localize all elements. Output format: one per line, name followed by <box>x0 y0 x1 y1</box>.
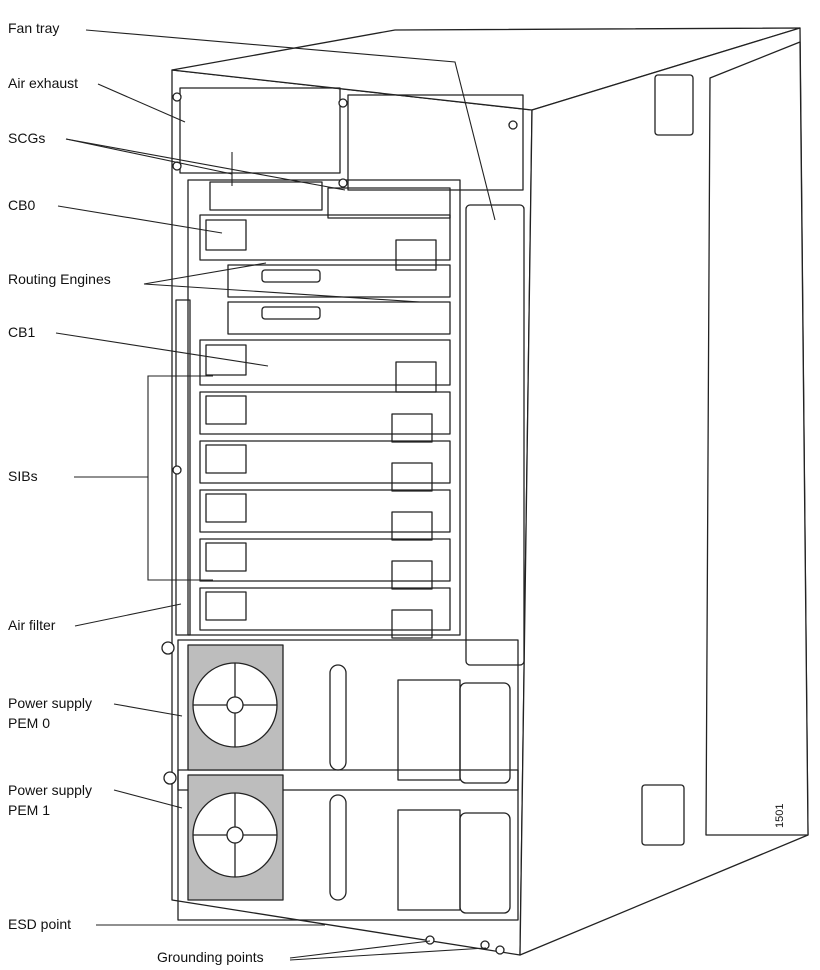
cb0-ejector-left <box>205 219 247 251</box>
cb0-ejector-right <box>395 239 437 271</box>
figure-number: 1501 <box>774 803 786 828</box>
callout-scg-right <box>65 138 346 191</box>
cb1-ejector-left <box>205 344 247 376</box>
card-cage <box>187 179 461 636</box>
air-exhaust-panel-left <box>179 87 341 174</box>
label-cb0: CB0 <box>8 197 36 213</box>
pem1-handle <box>329 794 347 901</box>
fan-tray-slot <box>465 204 525 666</box>
label-esd-point: ESD point <box>8 916 72 932</box>
label-air-filter: Air filter <box>8 617 56 633</box>
re1-card <box>227 301 451 335</box>
callout-fan-tray <box>85 29 496 221</box>
label-cb1: CB1 <box>8 324 36 340</box>
air-exhaust-panel-right <box>347 94 524 191</box>
callout-grounding-b <box>289 947 487 961</box>
callout-sibs-bracket <box>147 375 213 581</box>
label-air-exhaust: Air exhaust <box>8 75 79 91</box>
label-pem0-line2: PEM 0 <box>8 715 51 731</box>
cb1-card <box>199 339 451 386</box>
sib-card-5 <box>199 587 451 631</box>
callout-air-exhaust <box>97 83 186 123</box>
callout-cb1 <box>55 332 269 367</box>
callout-re-upper <box>143 262 267 285</box>
sib-card-1 <box>199 391 451 435</box>
re0-handle <box>261 269 321 283</box>
callout-air-filter <box>74 603 182 627</box>
side-flange <box>705 41 809 836</box>
pem0-handle <box>329 664 347 771</box>
label-pem1-line2: PEM 1 <box>8 802 51 818</box>
label-pem1-line1: Power supply <box>8 782 93 798</box>
sib-card-2 <box>199 440 451 484</box>
callout-pem0 <box>113 703 183 717</box>
side-handle-top <box>654 74 694 136</box>
sib-card-4 <box>199 538 451 582</box>
pem1-connector <box>459 812 511 914</box>
label-routing-engines: Routing Engines <box>8 271 111 287</box>
sib-card-3 <box>199 489 451 533</box>
label-sibs: SIBs <box>8 468 38 484</box>
callout-re-lower <box>143 283 421 303</box>
callout-cb0 <box>57 205 223 234</box>
side-handle-bottom <box>641 784 685 846</box>
label-pem0-line1: Power supply <box>8 695 93 711</box>
pem0-connector <box>459 682 511 784</box>
re1-handle <box>261 306 321 320</box>
label-grounding-points: Grounding points <box>157 949 264 965</box>
cb0-card <box>199 214 451 261</box>
scg-left <box>209 181 323 211</box>
callout-pem1 <box>113 789 183 809</box>
label-fan-tray: Fan tray <box>8 20 60 36</box>
pem1 <box>177 769 519 921</box>
scg-right <box>327 187 451 219</box>
callout-grounding-a <box>289 940 431 959</box>
label-scgs: SCGs <box>8 130 46 146</box>
callout-scg-left <box>65 138 233 175</box>
